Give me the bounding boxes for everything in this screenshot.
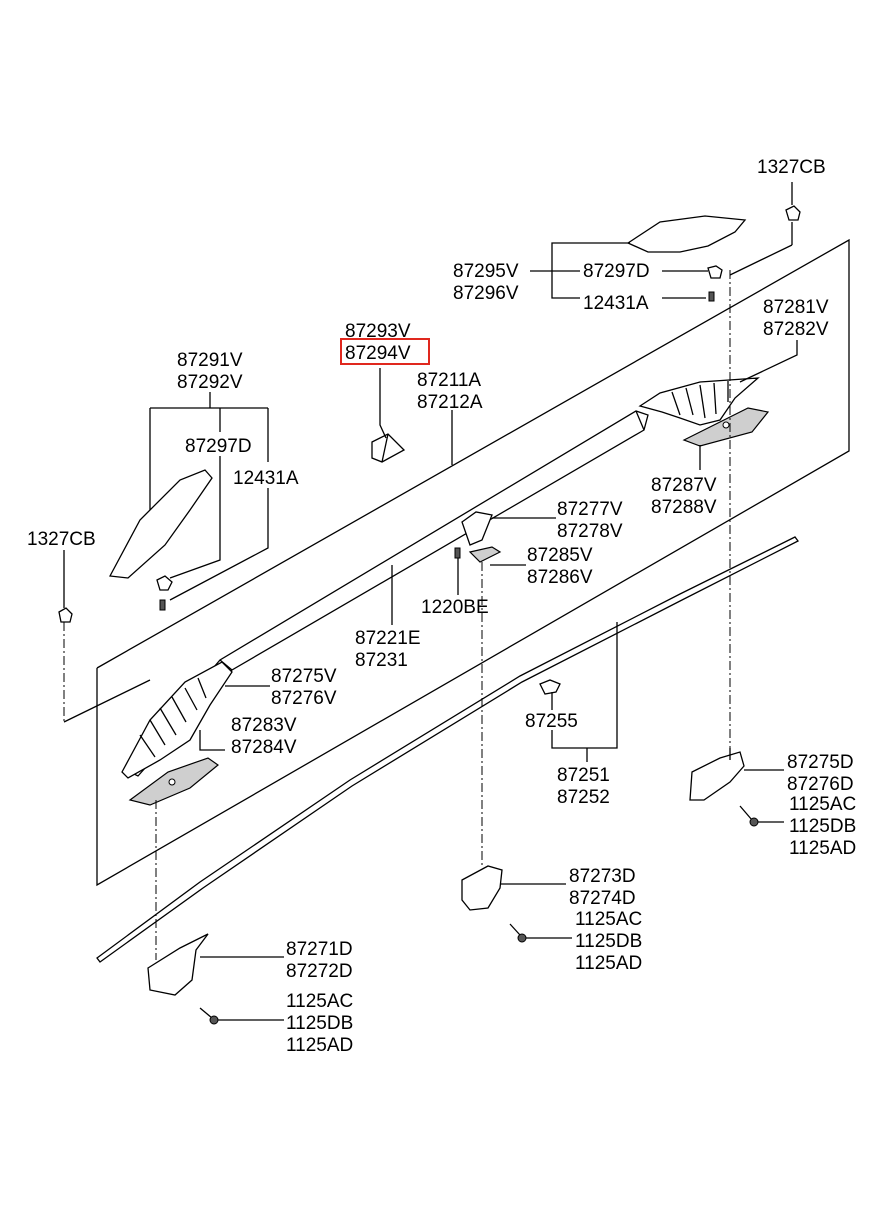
clip-87255-icon	[539, 679, 561, 695]
nut-1327cb-top-icon	[785, 205, 801, 221]
rear-pad	[682, 407, 770, 447]
front-rail-leg	[121, 661, 233, 779]
part-label: 87252	[557, 787, 610, 808]
part-label: 87274D	[569, 888, 636, 909]
leader-lines	[63, 182, 798, 1021]
part-label: 1125DB	[286, 1013, 353, 1034]
part-label: 87275V	[271, 666, 337, 687]
end-cover-87293v	[371, 433, 406, 463]
part-label: 87295V	[453, 261, 519, 282]
bracket-87273d	[461, 865, 503, 911]
part-label-highlighted: 87294V	[345, 343, 411, 364]
bracket-87275d	[689, 748, 745, 801]
assembly-frame	[96, 238, 850, 887]
alignment-dash-lines	[63, 222, 793, 960]
part-label: 1327CB	[757, 157, 826, 178]
part-label: 87231	[355, 650, 408, 671]
part-label: 87293V	[345, 321, 411, 342]
part-label: 87286V	[527, 567, 593, 588]
part-label: 87283V	[231, 715, 297, 736]
clip-87297d-left-icon	[156, 575, 173, 591]
part-label: 87291V	[177, 350, 243, 371]
bolt-1125-left-icon	[199, 1007, 219, 1025]
part-label: 1327CB	[27, 529, 96, 550]
front-pad	[128, 757, 219, 806]
bracket-87271d	[147, 933, 209, 996]
clip-87297d-top-icon	[707, 265, 723, 279]
part-label: 1125DB	[789, 816, 856, 837]
part-label: 1220BE	[421, 597, 489, 618]
part-label: 87285V	[527, 545, 593, 566]
part-label: 87276D	[787, 774, 854, 795]
part-label: 87255	[525, 711, 578, 732]
part-labels: 1327CB 87295V 87296V 87297D 12431A 87293…	[27, 157, 856, 1056]
part-label: 87221E	[355, 628, 421, 649]
part-label: 87281V	[763, 297, 829, 318]
part-label: 87271D	[286, 939, 353, 960]
part-label: 1125AC	[286, 991, 353, 1012]
part-label: 1125AD	[575, 953, 642, 974]
part-label: 87251	[557, 765, 610, 786]
side-molding	[96, 536, 799, 963]
part-label: 87297D	[185, 436, 252, 457]
part-label: 87272D	[286, 961, 353, 982]
part-label: 87212A	[417, 392, 483, 413]
part-label: 87273D	[569, 866, 636, 887]
end-cap-top	[626, 215, 747, 253]
part-label: 87275D	[787, 752, 854, 773]
part-label: 1125AD	[789, 838, 856, 859]
part-label: 12431A	[583, 293, 649, 314]
screw-1220be-icon	[454, 547, 461, 566]
part-label: 87277V	[557, 499, 623, 520]
part-label: 87287V	[651, 475, 717, 496]
part-label: 87288V	[651, 497, 717, 518]
bolt-1125-right-icon	[739, 805, 759, 827]
screw-12431a-top-icon	[708, 291, 715, 302]
part-label: 87296V	[453, 283, 519, 304]
part-label: 1125AC	[575, 909, 642, 930]
part-label: 87282V	[763, 319, 829, 340]
highlight-box	[340, 338, 430, 365]
part-label: 87292V	[177, 372, 243, 393]
part-label: 87211A	[417, 370, 481, 391]
center-bracket	[461, 511, 502, 563]
part-label: 1125AC	[789, 794, 856, 815]
part-label: 87278V	[557, 521, 623, 542]
part-label: 12431A	[233, 468, 299, 489]
part-label: 87276V	[271, 688, 337, 709]
rear-rail-leg	[638, 377, 760, 426]
nut-1327cb-left-icon	[58, 607, 73, 623]
part-label: 87297D	[583, 261, 650, 282]
bolt-1125-middle-icon	[509, 923, 527, 943]
end-cap-left	[108, 469, 213, 579]
part-label: 87284V	[231, 737, 297, 758]
screw-12431a-left-icon	[159, 599, 166, 611]
part-label: 1125DB	[575, 931, 642, 952]
part-label: 1125AD	[286, 1035, 353, 1056]
